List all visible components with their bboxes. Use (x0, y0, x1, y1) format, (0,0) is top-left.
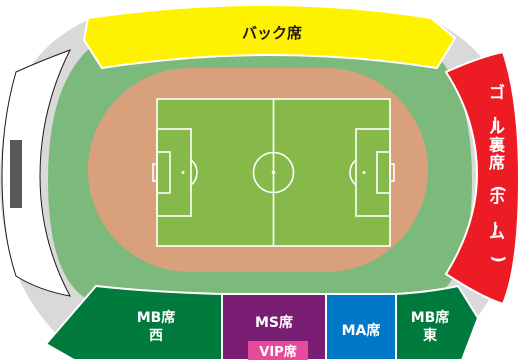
back-stand-section[interactable] (82, 4, 457, 70)
ms-label: MS席 (255, 314, 293, 331)
goal-end-home-label-char: ー (485, 116, 504, 132)
left-penalty-spot (181, 171, 185, 174)
goal-end-home-label-char: ( (489, 186, 508, 193)
left-penalty-arc (190, 159, 198, 186)
goal-end-home-label-char: ゴ (489, 83, 505, 102)
mb-east-label-line1: MB席 (411, 309, 450, 326)
vip-label: VIP席 (259, 344, 296, 360)
scoreboard (10, 140, 22, 208)
left-goal (152, 163, 158, 182)
back-stand-label: バック席 (242, 24, 302, 42)
ma-section[interactable] (325, 293, 397, 360)
mb-east-section[interactable] (395, 284, 480, 360)
goal-end-home-section[interactable] (444, 50, 519, 306)
ma-label: MA席 (342, 322, 381, 339)
goal-end-home-label-char: ル (489, 118, 505, 137)
goal-end-home-label-char: ー (485, 221, 504, 237)
mb-west-label-line1: MB席 (137, 309, 176, 326)
mb-west-section[interactable] (44, 284, 223, 360)
football-pitch (152, 98, 395, 247)
goal-end-home-label-char: ) (489, 256, 508, 263)
right-goal (389, 163, 395, 182)
goal-end-away-section[interactable] (1, 49, 72, 297)
vip-section[interactable] (248, 341, 308, 360)
goal-end-home-label-char: 裏 (488, 136, 506, 155)
center-circle (252, 151, 295, 194)
goal-end-home-label-char: ム (489, 223, 505, 242)
goal-end-home-label-char: ホ (489, 188, 505, 207)
right-penalty-spot (362, 171, 366, 174)
center-spot (271, 170, 276, 175)
right-penalty-arc (349, 159, 357, 186)
mb-west-label-line2: 西 (149, 328, 163, 344)
goal-end-home-label-char: 席 (489, 153, 505, 172)
goal-end-home-label: ゴール裏席(ホーム) (485, 83, 508, 263)
mb-east-label-line2: 東 (423, 327, 437, 344)
